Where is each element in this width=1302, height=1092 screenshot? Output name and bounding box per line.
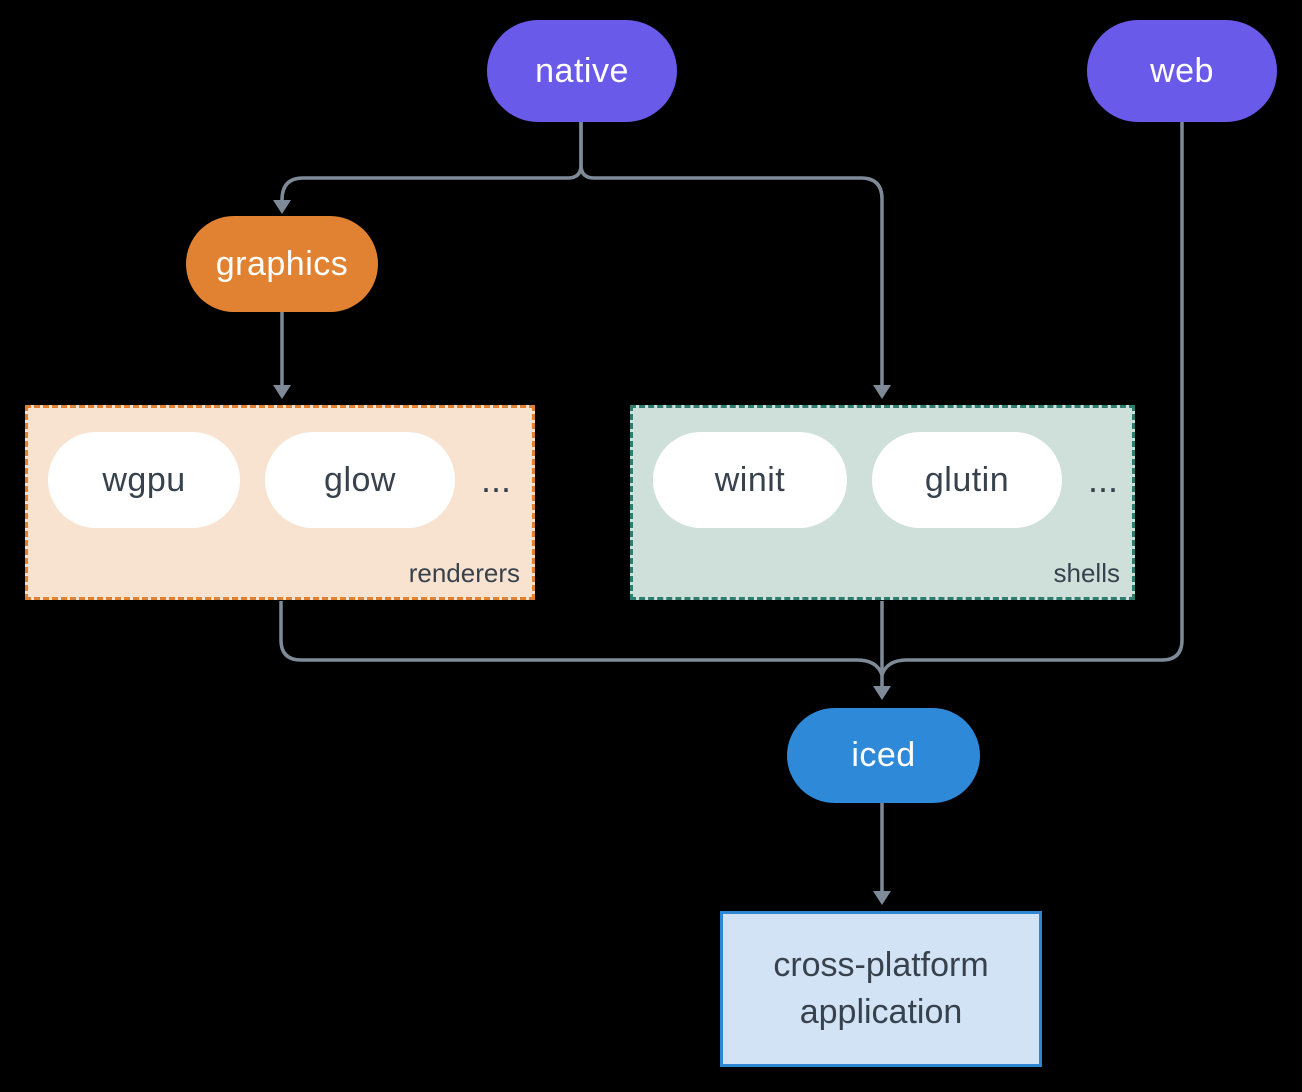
node-winit-label: winit <box>714 460 786 499</box>
node-glow: glow <box>265 432 455 528</box>
node-winit: winit <box>653 432 847 528</box>
node-glutin: glutin <box>872 432 1062 528</box>
node-application: cross-platform application <box>720 911 1042 1067</box>
arrowhead-graphics-icon <box>273 200 291 214</box>
arrowhead-app-icon <box>873 891 891 905</box>
shells-ellipsis: ... <box>1087 459 1118 500</box>
node-native-label: native <box>535 51 629 90</box>
node-iced: iced <box>787 708 980 803</box>
node-glow-label: glow <box>324 460 396 499</box>
group-shells-label: shells <box>1053 558 1120 588</box>
edge-native-graphics <box>280 122 583 201</box>
renderers-ellipsis: ... <box>480 459 511 500</box>
node-application-label-line2: application <box>799 993 963 1031</box>
arrowhead-shells-icon <box>873 385 891 399</box>
edge-renderers-iced <box>279 601 884 676</box>
node-wgpu-label: wgpu <box>102 460 186 499</box>
node-iced-label: iced <box>851 736 916 774</box>
edge-native-shells <box>579 122 884 386</box>
group-renderers: wgpu glow ... renderers <box>25 405 535 600</box>
group-shells: winit glutin ... shells <box>630 405 1135 600</box>
node-web-label: web <box>1150 51 1214 90</box>
arrowhead-iced-icon <box>873 686 891 700</box>
edge-web-iced <box>880 122 1184 676</box>
node-native: native <box>487 20 677 122</box>
node-wgpu: wgpu <box>48 432 240 528</box>
node-graphics-label: graphics <box>215 244 349 283</box>
node-glutin-label: glutin <box>924 460 1010 499</box>
group-renderers-label: renderers <box>408 558 520 588</box>
node-application-label-line1: cross-platform <box>773 946 989 984</box>
node-web: web <box>1087 20 1277 122</box>
arrowhead-renderers-icon <box>273 385 291 399</box>
node-graphics: graphics <box>186 216 378 312</box>
